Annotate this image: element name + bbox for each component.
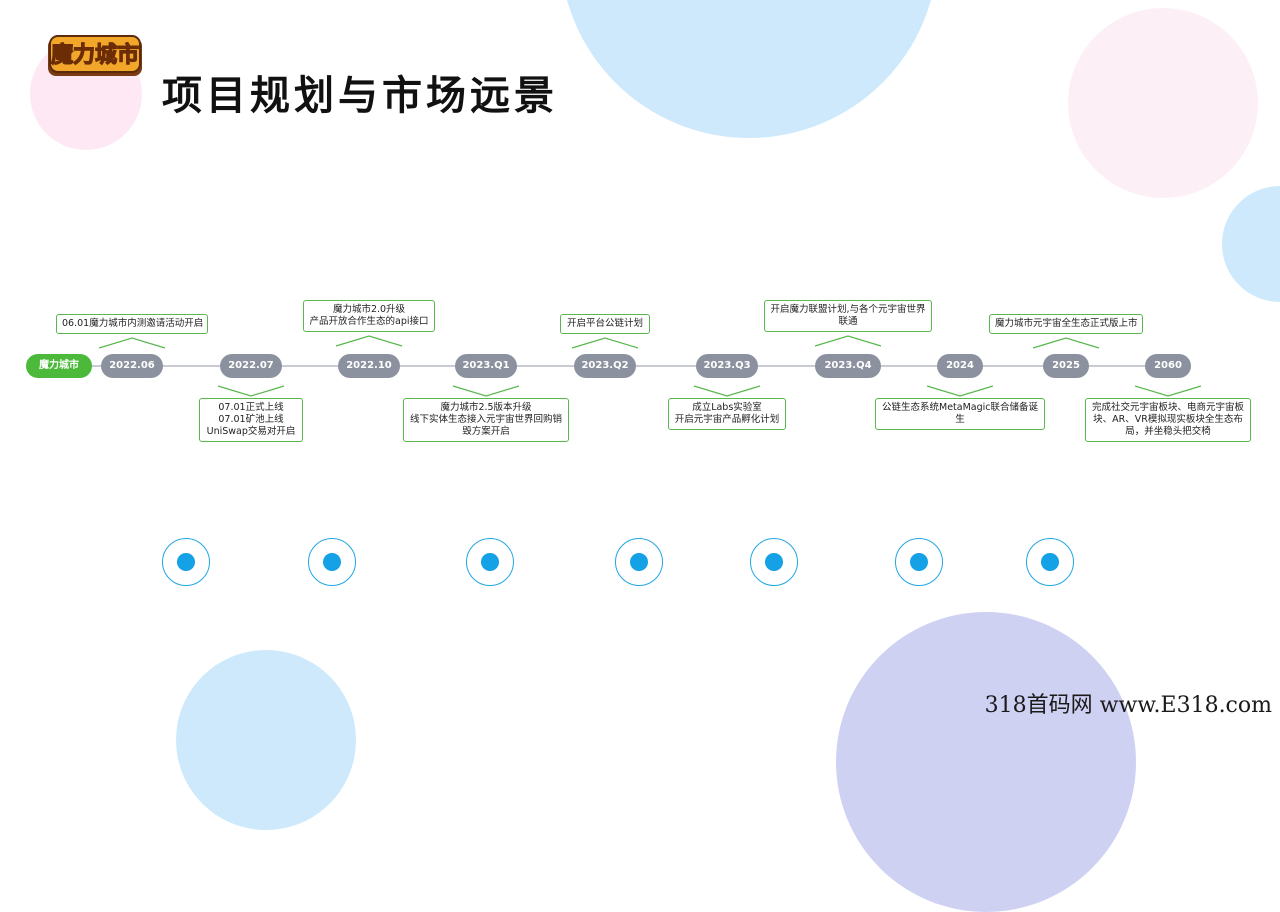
timeline-node: 2023.Q1 — [455, 354, 517, 378]
milestone-text: 开启魔力联盟计划,与各个元宇宙世界 — [770, 304, 926, 315]
milestone-text: UniSwap交易对开启 — [206, 426, 296, 437]
decor-dot-center — [1041, 553, 1059, 571]
decor-circle-blue-bottom — [176, 650, 356, 830]
milestone-text: 开启平台公链计划 — [566, 318, 643, 329]
milestone-below: 完成社交元宇宙板块、电商元宇宙板块、AR、VR模拟现实板块全生态布局，并坐稳头把… — [1085, 398, 1251, 442]
milestone-connector — [335, 335, 403, 347]
milestone-text: 魔力城市元宇宙全生态正式版上市 — [995, 318, 1138, 329]
milestone-text: 成立Labs实验室 — [692, 402, 762, 413]
decor-dot — [466, 538, 514, 586]
timeline-node: 2022.07 — [220, 354, 282, 378]
milestone-below: 公链生态系统MetaMagic联合储备诞生 — [875, 398, 1045, 430]
timeline-node: 2024 — [937, 354, 983, 378]
milestone-above: 06.01魔力城市内测邀请活动开启 — [56, 314, 208, 334]
milestone-text: 线下实体生态接入元宇宙世界回购销 — [409, 414, 562, 425]
decor-dot — [1026, 538, 1074, 586]
timeline-node: 2023.Q3 — [696, 354, 758, 378]
decor-dot — [308, 538, 356, 586]
timeline-node: 2025 — [1043, 354, 1089, 378]
decor-dot-center — [323, 553, 341, 571]
milestone-text: 毁方案开启 — [462, 426, 510, 437]
milestone-text: 生 — [955, 414, 965, 425]
milestone-above: 开启平台公链计划 — [560, 314, 650, 334]
timeline-node: 2022.10 — [338, 354, 400, 378]
decor-dot-center — [910, 553, 928, 571]
milestone-connector — [814, 335, 882, 347]
decor-circle-top — [560, 0, 938, 138]
milestone-text: 联通 — [838, 316, 858, 327]
milestone-connector — [98, 337, 166, 349]
logo-text: 魔力城市 — [51, 42, 139, 68]
milestone-above: 魔力城市元宇宙全生态正式版上市 — [989, 314, 1143, 334]
timeline-node: 2022.06 — [101, 354, 163, 378]
watermark: 318首码网 www.E318.com — [984, 693, 1272, 718]
timeline-node: 2060 — [1145, 354, 1191, 378]
decor-dot — [162, 538, 210, 586]
milestone-text: 07.01正式上线 — [218, 402, 284, 413]
milestone-above: 魔力城市2.0升级产品开放合作生态的api接口 — [303, 300, 435, 332]
milestone-text: 06.01魔力城市内测邀请活动开启 — [62, 318, 204, 329]
milestone-text: 公链生态系统MetaMagic联合储备诞 — [882, 402, 1038, 413]
decor-dot — [615, 538, 663, 586]
milestone-connector — [1032, 337, 1100, 349]
milestone-below: 成立Labs实验室开启元宇宙产品孵化计划 — [668, 398, 786, 430]
decor-dot — [750, 538, 798, 586]
milestone-text: 开启元宇宙产品孵化计划 — [674, 414, 780, 425]
timeline-node: 2023.Q2 — [574, 354, 636, 378]
decor-dot-center — [765, 553, 783, 571]
decor-dot-center — [177, 553, 195, 571]
milestone-text: 完成社交元宇宙板块、电商元宇宙板 — [1091, 402, 1244, 413]
milestone-text: 魔力城市2.0升级 — [332, 304, 406, 315]
milestone-connector — [571, 337, 639, 349]
decor-dot-center — [630, 553, 648, 571]
milestone-text: 07.01矿池上线 — [218, 414, 284, 425]
milestone-connector — [693, 385, 761, 397]
milestone-text: 魔力城市2.5版本升级 — [440, 402, 532, 413]
milestone-text: 块、AR、VR模拟现实板块全生态布 — [1093, 414, 1243, 425]
decor-circle-purple — [836, 612, 1136, 912]
decor-circle-blue-right — [1222, 186, 1280, 302]
milestone-connector — [926, 385, 994, 397]
decor-dot-center — [481, 553, 499, 571]
timeline-start-node: 魔力城市 — [26, 354, 92, 378]
decor-dot — [895, 538, 943, 586]
page-title: 项目规划与市场远景 — [162, 72, 558, 119]
milestone-connector — [452, 385, 520, 397]
timeline-node: 2023.Q4 — [815, 354, 881, 378]
milestone-below: 魔力城市2.5版本升级线下实体生态接入元宇宙世界回购销毁方案开启 — [403, 398, 569, 442]
milestone-connector — [1134, 385, 1202, 397]
milestone-above: 开启魔力联盟计划,与各个元宇宙世界联通 — [764, 300, 932, 332]
decor-circle-pink-right — [1068, 8, 1258, 198]
logo: 魔力城市 — [48, 35, 142, 76]
milestone-text: 局，并坐稳头把交椅 — [1125, 426, 1211, 437]
milestone-text: 产品开放合作生态的api接口 — [309, 316, 429, 327]
milestone-connector — [217, 385, 285, 397]
